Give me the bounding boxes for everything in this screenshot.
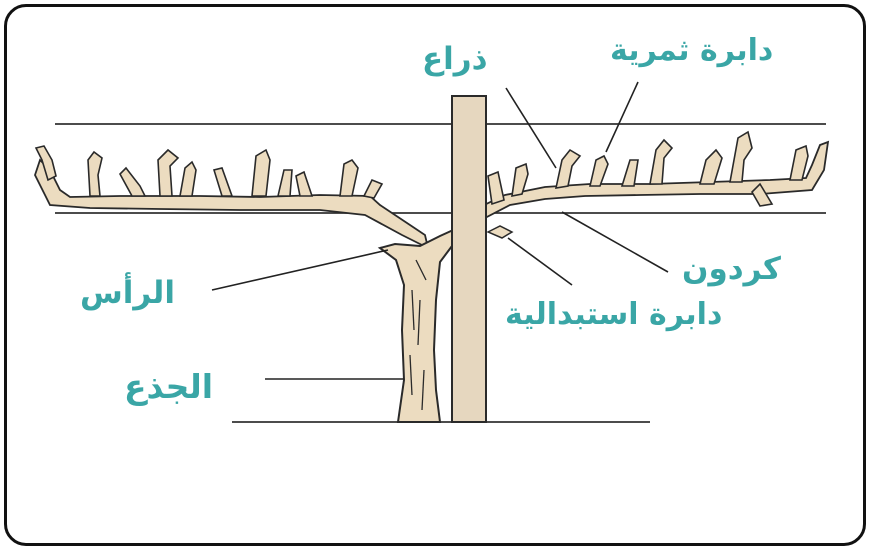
cordon-left	[34, 158, 430, 250]
spur	[157, 148, 180, 197]
spur	[649, 138, 674, 185]
leader-fruiting-spur	[605, 81, 639, 153]
spur	[751, 182, 774, 207]
leader-cordon	[561, 211, 669, 273]
label-cordon: كردون	[682, 251, 781, 287]
label-renewal-spur: دابرة استبدالية	[505, 297, 723, 332]
spur	[698, 148, 723, 185]
spur	[295, 170, 314, 197]
spur	[119, 166, 147, 197]
spur	[588, 154, 609, 187]
spur	[554, 148, 582, 189]
label-fruiting-spur: دابرة ثمرية	[610, 33, 774, 68]
leader-lines	[211, 81, 669, 380]
label-head: الرأس	[80, 275, 175, 311]
label-trunk: الجذع	[124, 367, 214, 406]
label-arm: ذراع	[422, 41, 488, 77]
spurs-right	[487, 130, 809, 207]
spur	[729, 130, 753, 183]
bark-texture	[409, 259, 427, 411]
spur	[276, 169, 293, 197]
spur	[179, 160, 197, 197]
spur	[87, 150, 103, 197]
spur	[339, 158, 359, 197]
spur	[34, 145, 57, 182]
leader-arm	[505, 87, 557, 169]
spur	[620, 159, 639, 187]
trellis-post	[451, 95, 487, 423]
leader-head	[211, 249, 389, 291]
leader-renewal-spur	[507, 237, 573, 286]
spur	[789, 144, 809, 181]
spur	[511, 162, 529, 198]
spur	[362, 178, 384, 199]
spur	[487, 170, 505, 206]
renewal-spur-shape	[486, 225, 514, 239]
spur	[251, 148, 271, 197]
spurs-left	[34, 145, 384, 199]
spur	[212, 167, 234, 197]
